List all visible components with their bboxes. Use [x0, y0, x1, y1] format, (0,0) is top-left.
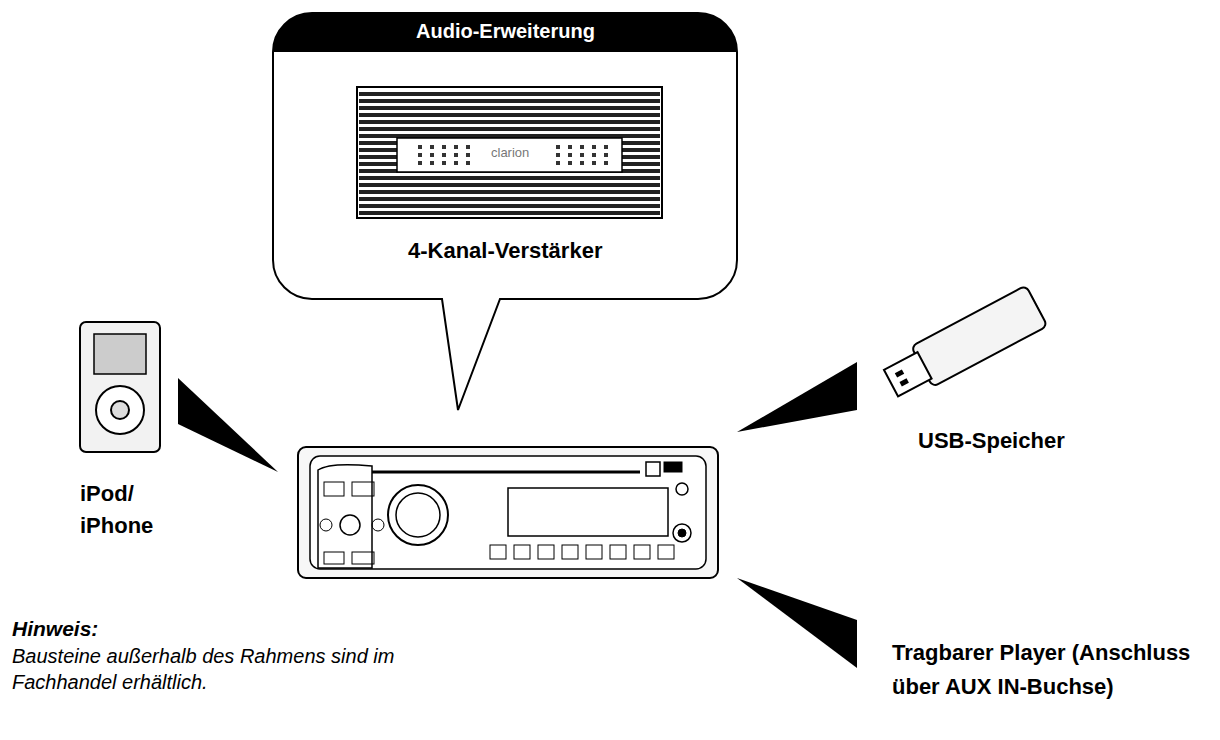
component-label: 4-Kanal-Verstärker — [408, 238, 602, 264]
connection-wedge — [737, 362, 857, 432]
note-heading: Hinweis: — [12, 617, 98, 641]
device-label: iPod/ iPhone — [80, 478, 190, 542]
bubble-outline — [272, 12, 738, 412]
head-unit — [298, 447, 718, 578]
device-label: USB-Speicher — [918, 428, 1065, 454]
connection-wedge — [737, 578, 857, 668]
device-label: Tragbarer Player (Anschluss über AUX IN-… — [892, 636, 1212, 704]
bubble-heading: Audio-Erweiterung — [416, 20, 595, 43]
usb-stick-icon — [880, 285, 1047, 403]
note-text: Bausteine außerhalb des Rahmens sind im … — [12, 643, 432, 695]
amplifier — [357, 87, 662, 218]
speech-bubble: Audio-Erweiterung 4-Kanal-Verstärker — [272, 12, 738, 412]
brand-logo: clarion — [491, 145, 529, 160]
connection-wedge — [178, 378, 278, 472]
ipod-icon — [80, 322, 160, 452]
